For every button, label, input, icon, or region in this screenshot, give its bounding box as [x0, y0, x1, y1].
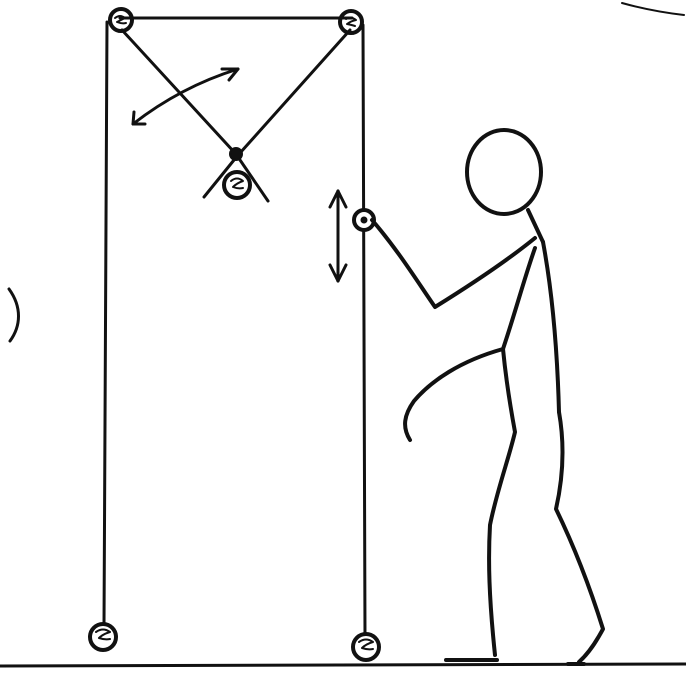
top-left-pulley [110, 9, 132, 31]
figure-front [503, 248, 535, 349]
top-right-edge-mark [622, 3, 684, 15]
pendulum-bob [204, 148, 268, 201]
left-edge-mark [9, 289, 19, 341]
bottom-right-weight [353, 634, 379, 660]
swing-arrow [133, 69, 238, 124]
bottom-left-weight [90, 624, 116, 650]
figure-left-leg [489, 349, 515, 655]
figure-head [467, 130, 541, 214]
figure-hanging-arm [405, 349, 503, 440]
figure-right-leg [556, 412, 603, 662]
stick-figure [372, 130, 603, 664]
figure-back [543, 242, 559, 412]
floor-line [0, 664, 686, 666]
figure-raised-arm [372, 220, 535, 307]
pulley-frame [104, 18, 365, 636]
vertical-motion-arrow [330, 191, 346, 281]
